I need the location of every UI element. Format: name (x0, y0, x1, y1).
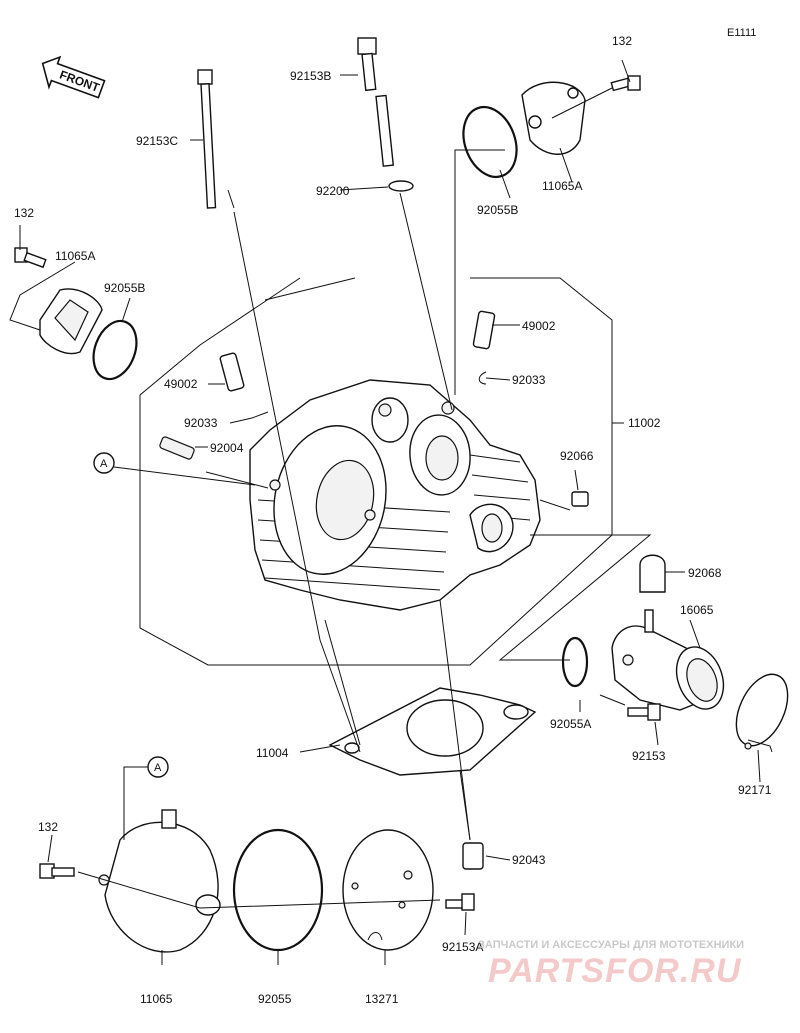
label-11002: 11002 (628, 416, 661, 430)
label-92171: 92171 (738, 783, 772, 797)
label-92200: 92200 (316, 184, 350, 198)
valve-guide-49002-left (219, 352, 245, 392)
front-arrow-icon: FRONT (41, 55, 106, 99)
label-11065A-top: 11065A (542, 179, 582, 193)
clamp-92171 (735, 673, 789, 753)
dowel-92066 (571, 491, 589, 507)
label-49002-left: 49002 (164, 377, 198, 391)
valve-guide-49002-right (472, 310, 496, 350)
washer-92200 (388, 180, 414, 192)
label-49002-right: 49002 (522, 319, 556, 333)
label-11065: 11065 (140, 992, 173, 1006)
label-92066: 92066 (560, 449, 594, 463)
label-92068: 92068 (688, 566, 722, 580)
oring-92055B-top (462, 106, 518, 178)
bolt-92153C (197, 69, 235, 209)
dowel-92043 (462, 842, 484, 870)
bolt-132-left (14, 247, 47, 269)
cylinder-head-11002 (249, 379, 541, 611)
label-16065: 16065 (680, 603, 714, 617)
cover-11065 (98, 809, 221, 953)
label-11065A-left: 11065A (55, 249, 95, 263)
watermark-brand: PARTSFOR.RU (488, 952, 742, 990)
intake-16065 (611, 609, 725, 711)
label-92033-left: 92033 (184, 416, 218, 430)
label-11004: 11004 (256, 746, 289, 760)
diagram-code: E1111 (727, 27, 756, 39)
label-92055: 92055 (258, 992, 292, 1006)
bolt-92153 (627, 703, 661, 721)
label-92055B-top: 92055B (477, 203, 518, 217)
svg-text:A: A (154, 762, 162, 774)
leader-lines (9, 59, 761, 965)
oring-92055B-left (92, 319, 138, 381)
stud-92004 (159, 436, 195, 460)
label-92153A: 92153A (442, 940, 483, 954)
label-92153B: 92153B (290, 69, 331, 83)
label-132-top: 132 (612, 34, 632, 48)
label-132-left: 132 (14, 206, 34, 220)
cap-92068 (639, 554, 666, 593)
bolt-92153A (445, 893, 475, 911)
ref-marker-A-bottom: A (147, 756, 169, 778)
label-92153C: 92153C (136, 134, 178, 148)
watermark-tagline: ЗАПЧАСТИ И АКСЕССУАРЫ ДЛЯ МОТОТЕХНИКИ (478, 939, 744, 951)
label-92055B-left: 92055B (104, 281, 145, 295)
circlip-92033-left (251, 411, 269, 419)
gasket-11004 (328, 687, 537, 776)
oring-92055A (561, 636, 589, 688)
bolt-132-top (610, 75, 641, 92)
label-92033-right: 92033 (512, 373, 546, 387)
svg-text:A: A (100, 458, 108, 470)
bolt-132-bottom (39, 863, 75, 879)
label-92004: 92004 (210, 441, 244, 455)
cover-13271 (342, 829, 434, 951)
bolt-92153B (357, 37, 395, 167)
label-92153: 92153 (632, 749, 666, 763)
assembly-frame (139, 277, 613, 666)
cap-11065A-left (39, 288, 103, 355)
label-132-bottom: 132 (38, 820, 58, 834)
cap-11065A-top (521, 81, 586, 155)
label-92043: 92043 (512, 853, 546, 867)
oring-92055 (232, 828, 324, 952)
ref-marker-A-top: A (93, 452, 115, 474)
label-13271: 13271 (365, 992, 399, 1006)
label-92055A: 92055A (550, 717, 591, 731)
circlip-92033-right (478, 371, 487, 385)
